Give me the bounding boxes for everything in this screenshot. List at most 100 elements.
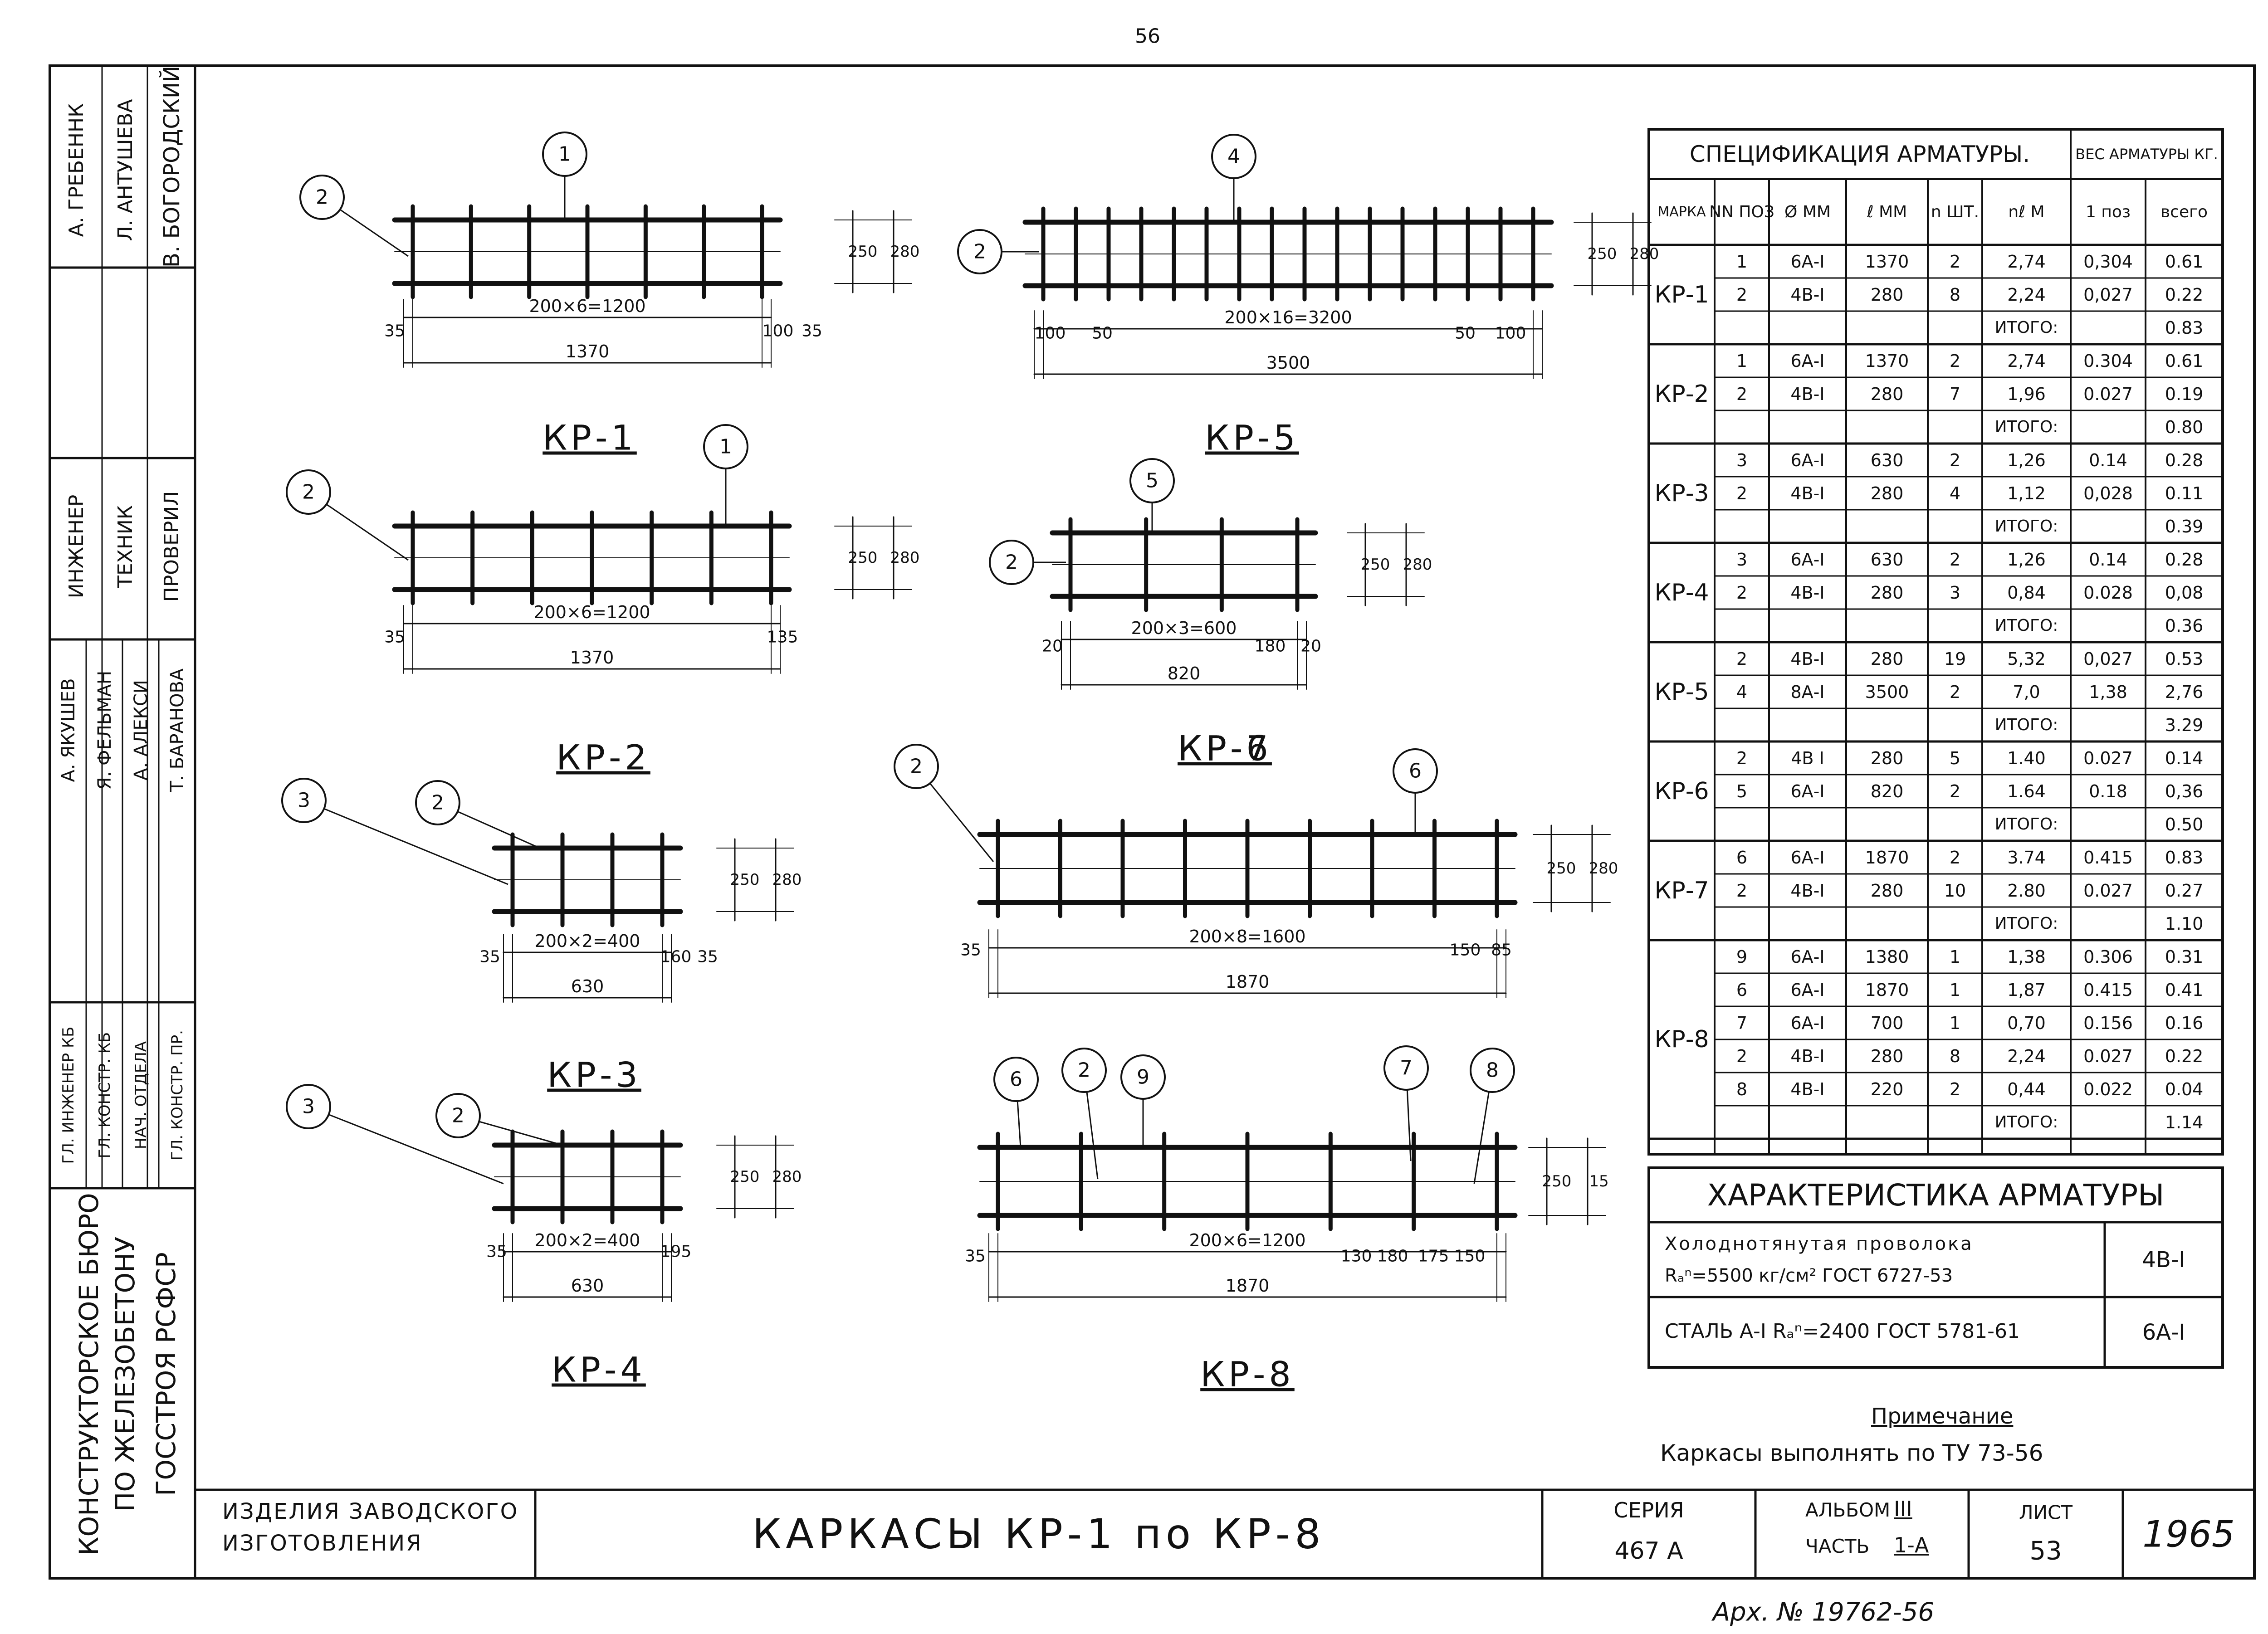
callout-number: 5	[1146, 469, 1158, 493]
spec-weight-title: ВЕС АРМАТУРЫ КГ.	[2075, 146, 2218, 163]
spec-mark: КР-5	[1654, 678, 1709, 706]
frame-mark: КР-6	[1178, 728, 1272, 769]
spec-cell: 3.74	[2007, 847, 2046, 868]
spec-cell: 4В-I	[1790, 1079, 1825, 1099]
height-dim: 250	[848, 549, 878, 567]
spec-cell: 2	[1949, 351, 1961, 371]
spec-cell: 0.028	[2083, 582, 2133, 603]
side-dim: 180	[1377, 1247, 1408, 1266]
height-dim: 280	[1629, 245, 1659, 263]
spec-cell: 1,38	[2089, 682, 2127, 702]
side-dim: 160	[660, 947, 692, 966]
side-dim: 85	[1491, 941, 1512, 960]
spec-cell: 0,08	[2165, 582, 2204, 603]
side-dim: 100	[1034, 324, 1066, 343]
spec-cell: 6А-I	[1790, 251, 1825, 272]
spec-cell: 2,24	[2007, 284, 2046, 305]
spec-mark: КР-1	[1654, 281, 1709, 308]
side-dim: 100	[1495, 324, 1526, 343]
side-dim: 35	[960, 941, 981, 960]
char-title: ХАРАКТЕРИСТИКА АРМАТУРЫ	[1707, 1177, 2165, 1213]
spec-cell: 0.22	[2165, 284, 2204, 305]
spec-cell: 2	[1949, 549, 1961, 570]
stamp-role: ИНЖЕНЕР	[65, 494, 88, 599]
spec-cell: 5,32	[2007, 649, 2046, 669]
spec-title: СПЕЦИФИКАЦИЯ АРМАТУРЫ.	[1689, 141, 2030, 167]
char-code: 4В-I	[2142, 1247, 2185, 1273]
spec-cell: 0.83	[2165, 847, 2204, 868]
spec-total: 0.50	[2165, 814, 2204, 834]
spec-mark: КР-2	[1654, 380, 1709, 408]
year: 1965	[2142, 1513, 2235, 1556]
frame-mark: КР-2	[556, 737, 650, 778]
char-text: Rₐⁿ=5500 кг/см² ГОСТ 6727-53	[1665, 1265, 1953, 1286]
spec-cell: 0.027	[2083, 748, 2133, 768]
stamp-org-line: ГОССТРОЯ РСФСР	[151, 1252, 181, 1496]
spec-cell: 7	[1949, 384, 1961, 404]
spec-cell: 2	[1949, 682, 1961, 702]
stamp-role: ГЛ. КОНСТР. ПР.	[168, 1030, 187, 1161]
spec-total: 1.10	[2165, 913, 2204, 934]
spec-cell: 1,87	[2007, 980, 2046, 1000]
spec-cell: 1370	[1865, 251, 1909, 272]
spec-total-label: ИТОГО:	[1994, 716, 2058, 734]
spec-cell: 4В-I	[1790, 880, 1825, 901]
spec-cell: 6А-I	[1790, 980, 1825, 1000]
spec-header: NN ПОЗ	[1709, 203, 1774, 221]
leader-line	[303, 800, 508, 885]
side-dim: 35	[697, 947, 718, 966]
spec-cell: 4	[1736, 682, 1748, 702]
sheet-border	[49, 64, 2256, 1580]
spec-cell: 4В I	[1791, 748, 1824, 768]
callout-number: 7	[1400, 1056, 1413, 1080]
spec-cell: 2	[1736, 384, 1748, 404]
spec-header: всего	[2160, 203, 2208, 221]
callout-number: 4	[1227, 145, 1240, 168]
spec-cell: 2	[1736, 1046, 1748, 1066]
frame-mark: КР-7	[1178, 728, 1272, 769]
spec-cell: 820	[1870, 781, 1904, 801]
spec-cell: 2,74	[2007, 251, 2046, 272]
series-value: 467 А	[1614, 1537, 1683, 1565]
spec-cell: 2	[1736, 284, 1748, 305]
callout-number: 6	[1010, 1068, 1022, 1091]
stamp-name: В. БОГОРОДСКИЙ	[159, 66, 185, 268]
total-dim: 1870	[1225, 972, 1270, 992]
spec-cell: 0.41	[2165, 980, 2204, 1000]
spec-cell: 2	[1736, 483, 1748, 503]
spec-header: nℓ М	[2008, 203, 2045, 221]
spec-cell: 6А-I	[1790, 847, 1825, 868]
part-label: ЧАСТЬ	[1805, 1535, 1870, 1557]
product-line: ИЗГОТОВЛЕНИЯ	[222, 1531, 423, 1556]
height-dim: 250	[848, 243, 878, 261]
char-text: Холоднотянутая проволока	[1665, 1234, 1974, 1254]
spec-cell: 0.22	[2165, 1046, 2204, 1066]
side-dim: 35	[384, 322, 405, 341]
side-dim: 35	[486, 1242, 507, 1261]
frame-mark: КР-3	[547, 1054, 641, 1095]
callout-number: 2	[452, 1104, 464, 1127]
spec-cell: 1870	[1865, 980, 1909, 1000]
side-dim: 20	[1042, 637, 1063, 656]
note-text: Каркасы выполнять по ТУ 73-56	[1660, 1440, 2043, 1466]
callout-circle	[1470, 1048, 1515, 1093]
spec-header: n ШТ.	[1931, 203, 1980, 221]
callout-circle	[542, 132, 587, 177]
callout-circle	[281, 778, 327, 823]
spec-total: 0.36	[2165, 615, 2204, 636]
spec-cell: 0.61	[2165, 251, 2204, 272]
side-dim: 195	[660, 1242, 692, 1261]
spec-cell: 0.61	[2165, 351, 2204, 371]
spec-cell: 0,84	[2007, 582, 2046, 603]
album-label: АЛЬБОМ	[1805, 1499, 1891, 1521]
spec-total-label: ИТОГО:	[1994, 1113, 2058, 1132]
callout-number: 1	[558, 142, 571, 166]
stamp-role: ГЛ. КОНСТР. КБ	[96, 1032, 114, 1159]
spec-cell: 1	[1736, 251, 1748, 272]
spec-cell: 2	[1736, 649, 1748, 669]
spec-cell: 9	[1736, 946, 1748, 967]
callout-number: 2	[302, 480, 315, 504]
spec-cell: 19	[1944, 649, 1966, 669]
callout-number: 1	[719, 435, 732, 458]
side-dim: 50	[1092, 324, 1113, 343]
